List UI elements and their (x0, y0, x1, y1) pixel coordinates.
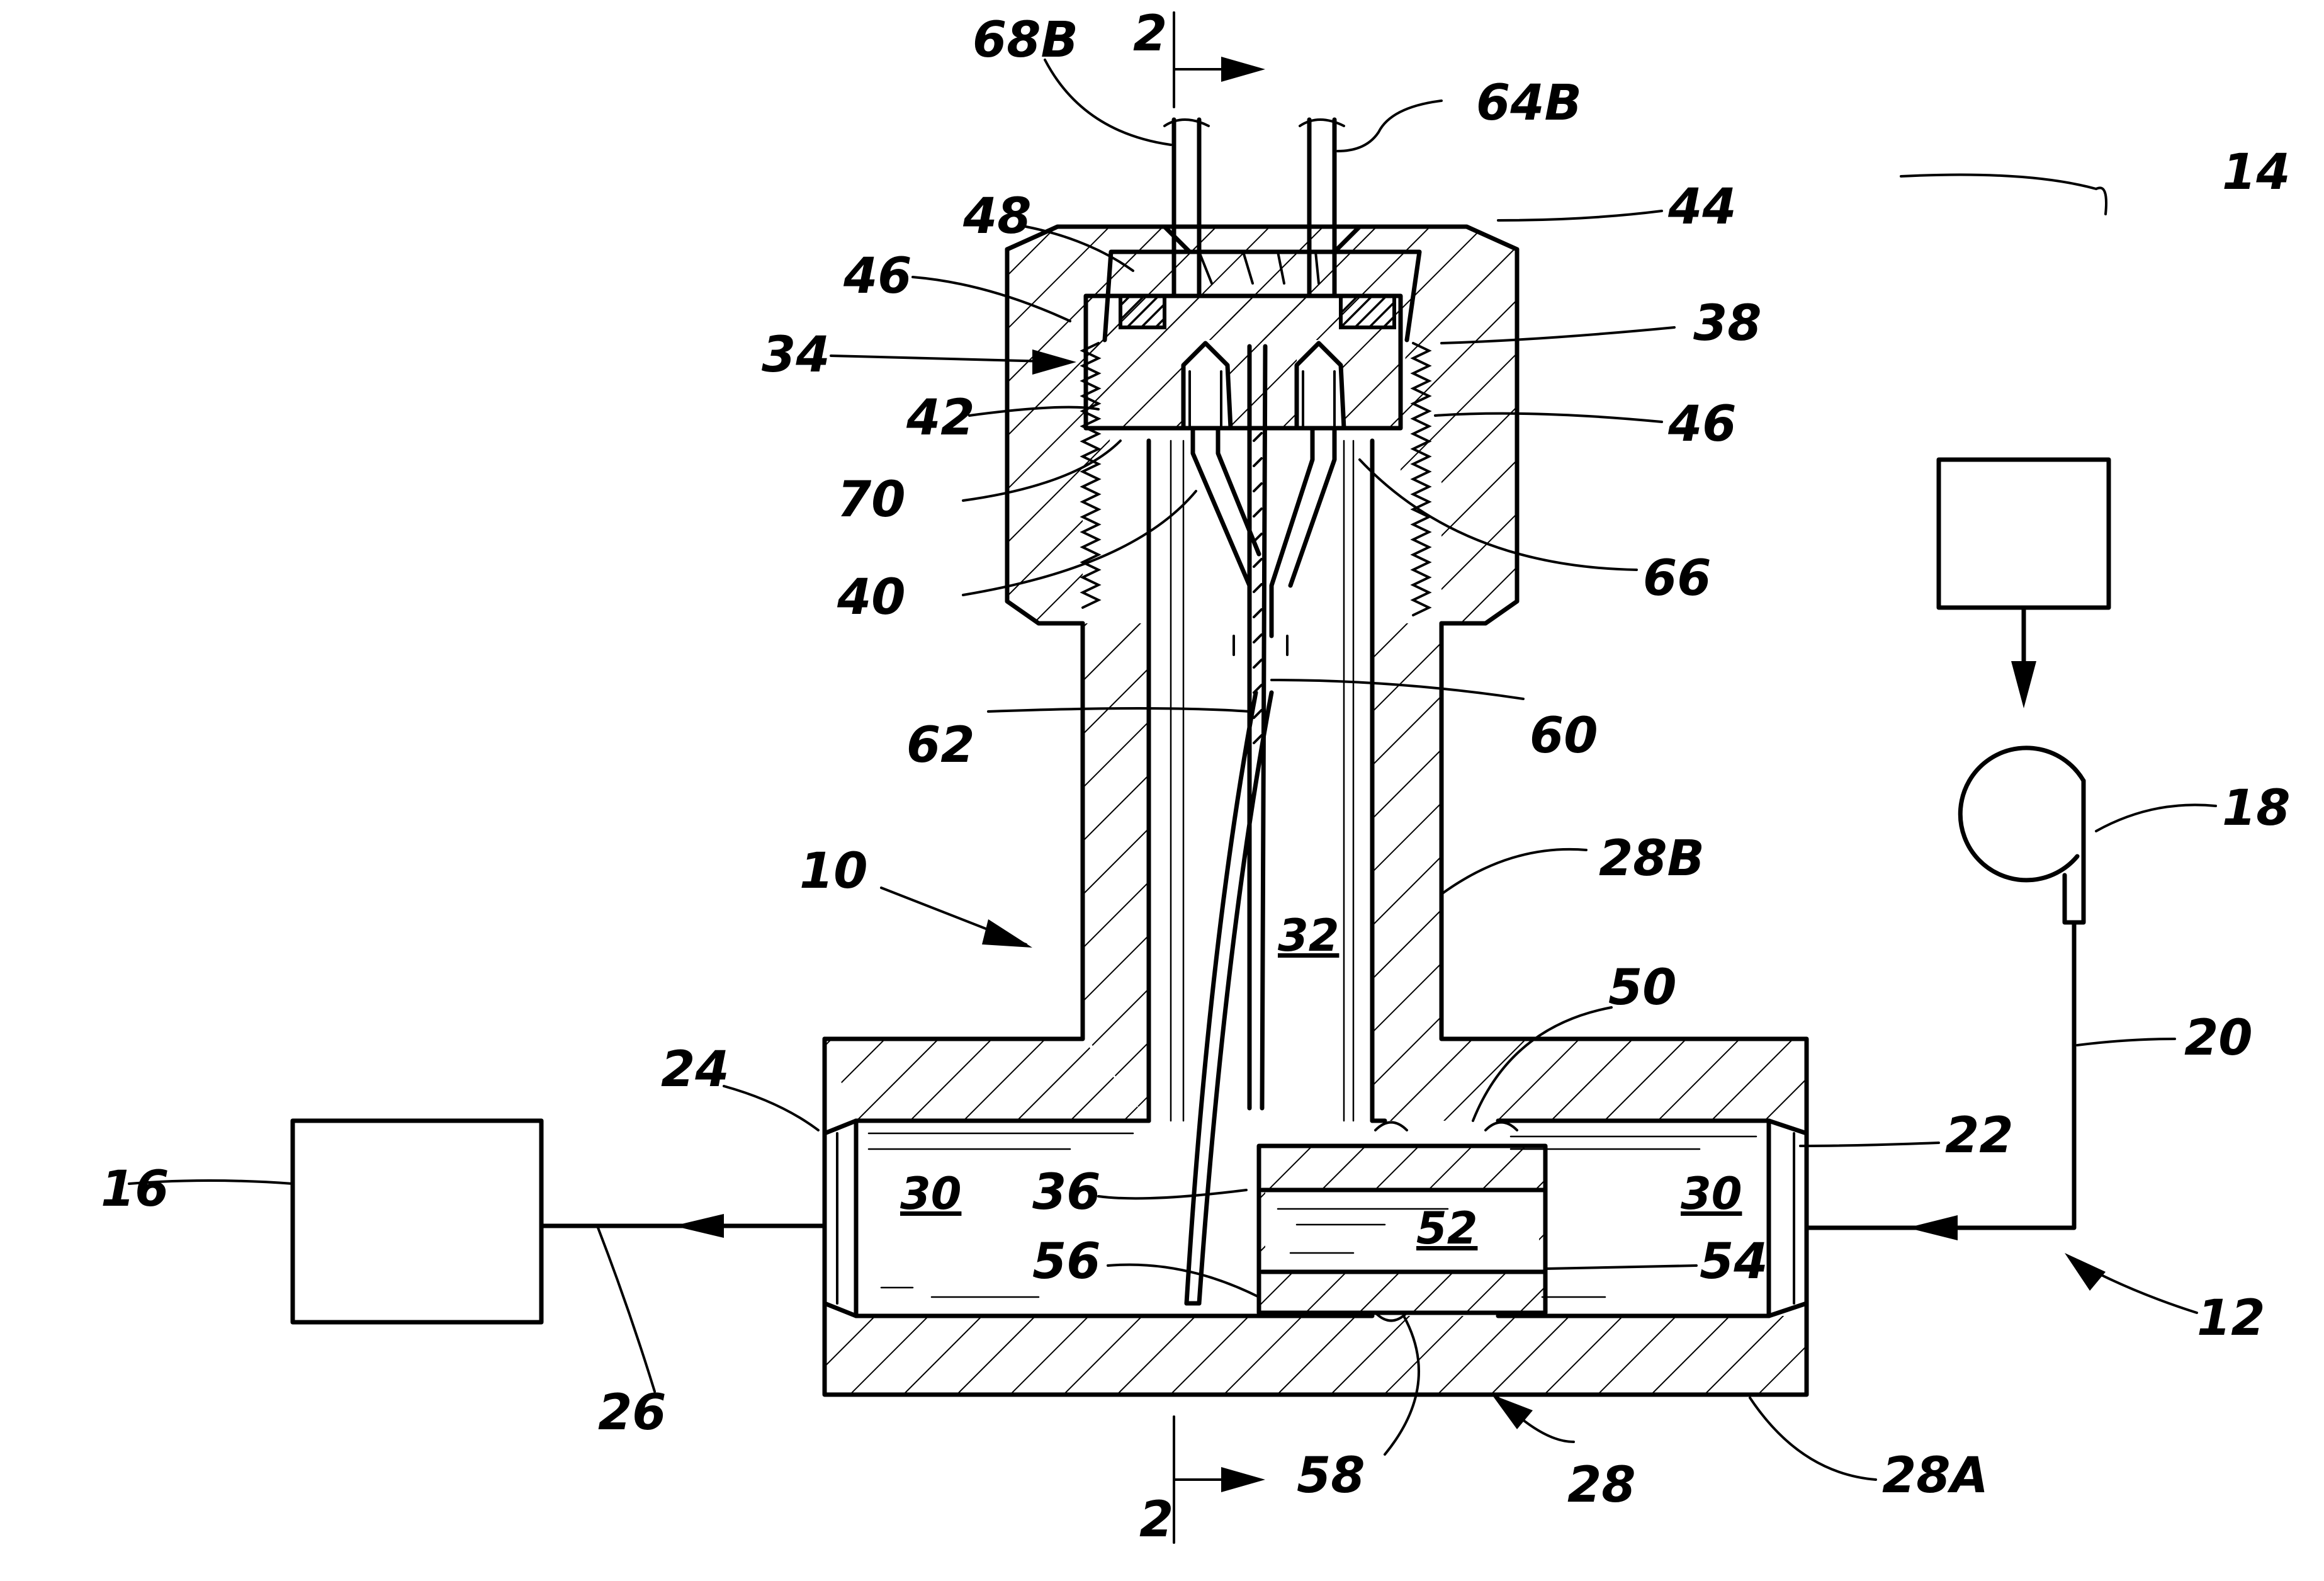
arrow-to-18 (2011, 661, 2036, 708)
label-46-bottom: 46 (1667, 396, 1737, 453)
label-2-top: 2 (1133, 6, 1167, 62)
block-16 (293, 1121, 541, 1322)
label-48: 48 (962, 188, 1032, 245)
label-14: 14 (2222, 144, 2291, 201)
insert-52 (1259, 1146, 1545, 1313)
label-16: 16 (101, 1161, 169, 1218)
label-44: 44 (1667, 179, 1737, 235)
label-30-right: 30 (1681, 1168, 1742, 1220)
label-2-bottom: 2 (1139, 1492, 1173, 1548)
pump-18 (1960, 748, 2084, 922)
label-70: 70 (837, 472, 906, 528)
label-40: 40 (837, 569, 906, 626)
label-28: 28 (1567, 1457, 1636, 1514)
label-60: 60 (1530, 708, 1598, 764)
line-20 (1807, 922, 2074, 1228)
block-14 (1939, 460, 2109, 608)
label-52: 52 (1416, 1203, 1477, 1254)
arrow-to-body (1907, 1215, 1958, 1240)
label-18: 18 (2222, 780, 2291, 837)
body-28a (825, 1033, 1807, 1395)
label-10: 10 (799, 843, 868, 900)
label-12: 12 (2197, 1290, 2265, 1347)
arrow-to-16 (674, 1214, 724, 1238)
label-34: 34 (762, 327, 830, 383)
label-58: 58 (1297, 1448, 1365, 1504)
plug-38 (1086, 296, 1401, 428)
label-22: 22 (1945, 1108, 2014, 1164)
seal-48-right (1341, 296, 1394, 327)
label-30-left: 30 (900, 1168, 961, 1220)
label-28b: 28B (1599, 830, 1705, 887)
label-24: 24 (661, 1041, 730, 1098)
label-56: 56 (1032, 1233, 1101, 1290)
label-46-top: 46 (843, 248, 912, 305)
label-26: 26 (598, 1385, 667, 1441)
label-32: 32 (1278, 910, 1339, 961)
label-62: 62 (906, 717, 975, 774)
label-64b: 64B (1476, 75, 1582, 132)
label-20: 20 (2184, 1010, 2253, 1067)
system-blocks (293, 460, 2109, 1322)
label-68b: 68B (973, 12, 1078, 69)
label-50: 50 (1608, 960, 1677, 1016)
label-36: 36 (1032, 1164, 1101, 1221)
label-42: 42 (906, 390, 975, 446)
label-66: 66 (1643, 550, 1712, 607)
label-38: 38 (1693, 295, 1762, 352)
label-28a: 28A (1882, 1448, 1988, 1504)
label-54: 54 (1700, 1233, 1768, 1290)
seal-48-left (1120, 296, 1165, 327)
